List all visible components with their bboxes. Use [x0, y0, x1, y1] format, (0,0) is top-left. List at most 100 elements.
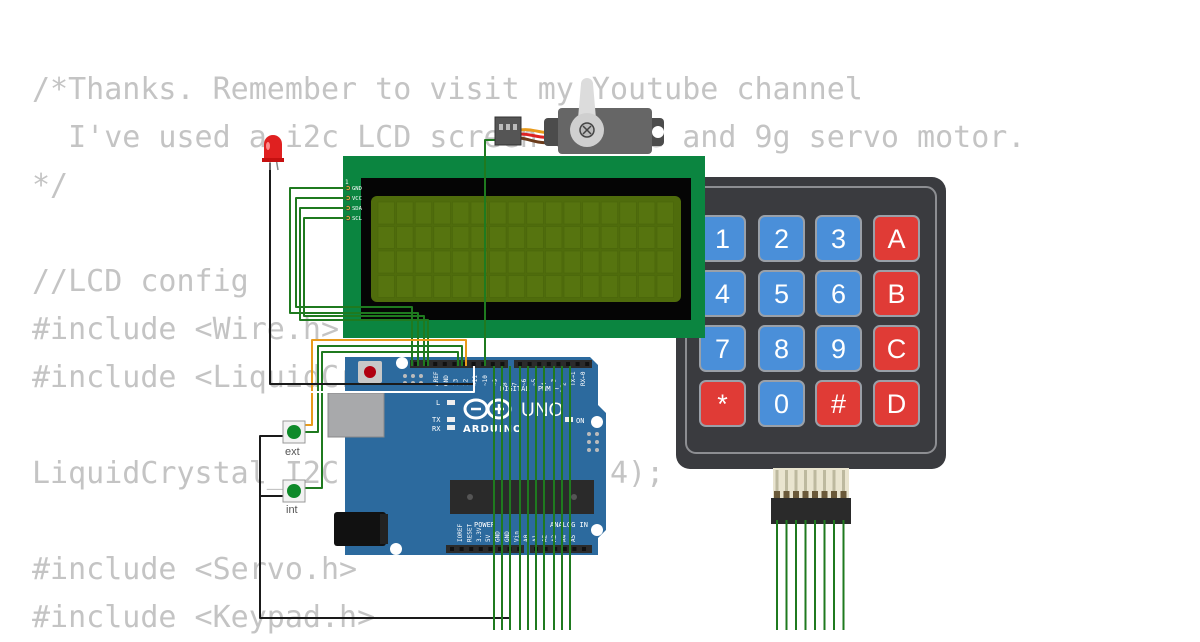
- header-pin[interactable]: [527, 362, 532, 366]
- keypad-key-face[interactable]: [758, 215, 805, 262]
- servo-motor[interactable]: [494, 78, 664, 154]
- lcd-char-cell: [377, 226, 395, 249]
- button-cap[interactable]: [287, 425, 301, 439]
- arduino-uno[interactable]: L TX RX ON UNO ARDUINO DIGITAL (PWM ~) P…: [327, 357, 606, 555]
- header-pin[interactable]: [478, 547, 483, 551]
- header-pin[interactable]: [423, 362, 428, 366]
- header-pin[interactable]: [575, 362, 580, 366]
- keypad-key-face[interactable]: [815, 380, 862, 427]
- label-rx: RX: [432, 425, 441, 433]
- keypad-key-face[interactable]: [873, 325, 920, 372]
- power-pin-label: A5: [570, 534, 577, 542]
- header-pin[interactable]: [442, 362, 447, 366]
- lcd-char-cell: [526, 226, 544, 249]
- keypad-key-9[interactable]: 9: [815, 325, 862, 372]
- header-pin[interactable]: [556, 362, 561, 366]
- keypad-key-face[interactable]: [873, 215, 920, 262]
- keypad-key-6[interactable]: 6: [815, 270, 862, 317]
- keypad-key-face[interactable]: [815, 325, 862, 372]
- code-line: //LCD config: [32, 264, 249, 299]
- keypad-key-B[interactable]: B: [873, 270, 920, 317]
- keypad-key-*[interactable]: *: [699, 380, 746, 427]
- header-pin[interactable]: [459, 547, 464, 551]
- header-pin[interactable]: [471, 362, 476, 366]
- header-pin[interactable]: [585, 362, 590, 366]
- header-pin[interactable]: [546, 362, 551, 366]
- keypad-key-face[interactable]: [699, 380, 746, 427]
- keypad-key-7[interactable]: 7: [699, 325, 746, 372]
- keypad-key-4[interactable]: 4: [699, 270, 746, 317]
- keypad-pin-base: [812, 491, 818, 499]
- header-pin[interactable]: [488, 547, 493, 551]
- header-pin[interactable]: [462, 362, 466, 366]
- keypad-key-face[interactable]: [758, 380, 805, 427]
- lcd-char-cell: [470, 275, 488, 298]
- reset-button-cap[interactable]: [364, 366, 376, 378]
- header-pin[interactable]: [433, 362, 438, 366]
- digital-pin-label: 13: [453, 378, 460, 386]
- header-pin[interactable]: [562, 547, 567, 551]
- keypad-key-D[interactable]: D: [873, 380, 920, 427]
- lcd-char-cell: [619, 226, 637, 249]
- keypad-key-face[interactable]: [873, 270, 920, 317]
- keypad-key-#[interactable]: #: [815, 380, 862, 427]
- keypad-key-face[interactable]: [873, 380, 920, 427]
- led-tx-indicator: [447, 417, 455, 422]
- header-pin[interactable]: [572, 547, 577, 551]
- lcd-char-cell: [489, 201, 507, 225]
- power-pin-label: 5V: [485, 534, 492, 542]
- keypad-key-face[interactable]: [815, 215, 862, 262]
- push-button-int[interactable]: int: [282, 479, 306, 516]
- power-pin-label: Vin: [513, 531, 520, 542]
- red-led[interactable]: [262, 135, 284, 171]
- keypad-key-label: 7: [715, 334, 730, 364]
- keypad-key-label: A: [887, 224, 905, 254]
- keypad-key-2[interactable]: 2: [758, 215, 805, 262]
- keypad-key-A[interactable]: A: [873, 215, 920, 262]
- lcd-char-cell: [452, 250, 470, 274]
- keypad-key-5[interactable]: 5: [758, 270, 805, 317]
- header-pin[interactable]: [553, 547, 558, 551]
- header-pin[interactable]: [500, 362, 505, 366]
- header-pin[interactable]: [498, 547, 502, 551]
- lcd-char-cell: [600, 275, 619, 298]
- keypad-pin: [823, 470, 826, 492]
- lcd-pin-header-label: 1: [345, 179, 349, 186]
- header-pin[interactable]: [490, 362, 495, 366]
- keypad-key-face[interactable]: [758, 270, 805, 317]
- keypad-key-face[interactable]: [758, 325, 805, 372]
- header-pin[interactable]: [414, 362, 418, 366]
- header-pin[interactable]: [469, 547, 474, 551]
- header-pin[interactable]: [566, 362, 570, 366]
- header-pin[interactable]: [452, 362, 457, 366]
- lcd-char-cell: [452, 275, 470, 298]
- button-cap[interactable]: [287, 484, 301, 498]
- keypad-key-face[interactable]: [699, 325, 746, 372]
- keypad-key-3[interactable]: 3: [815, 215, 862, 262]
- header-pin[interactable]: [450, 547, 454, 551]
- header-pin[interactable]: [518, 362, 522, 366]
- lcd-char-cell: [619, 201, 637, 225]
- header-pin[interactable]: [481, 362, 486, 366]
- push-button-ext[interactable]: ext: [282, 420, 306, 458]
- keypad-key-8[interactable]: 8: [758, 325, 805, 372]
- mount-hole: [390, 543, 402, 555]
- keypad-key-face[interactable]: [815, 270, 862, 317]
- code-line: /*Thanks. Remember to visit my Youtube c…: [32, 72, 863, 107]
- power-pin-label: GND: [495, 531, 502, 542]
- wires[interactable]: [259, 139, 845, 630]
- header-pin[interactable]: [537, 362, 542, 366]
- header-pin[interactable]: [543, 547, 548, 551]
- code-line: #include <Wire.h>: [32, 312, 340, 347]
- keypad-key-0[interactable]: 0: [758, 380, 805, 427]
- lcd-char-cell: [452, 226, 470, 249]
- header-pin[interactable]: [582, 547, 586, 551]
- code-line: */: [32, 168, 69, 203]
- keypad-pin: [785, 470, 788, 492]
- keypad-key-C[interactable]: C: [873, 325, 920, 372]
- keypad-key-1[interactable]: 1: [699, 215, 746, 262]
- digital-pin-label: ~6: [521, 378, 528, 386]
